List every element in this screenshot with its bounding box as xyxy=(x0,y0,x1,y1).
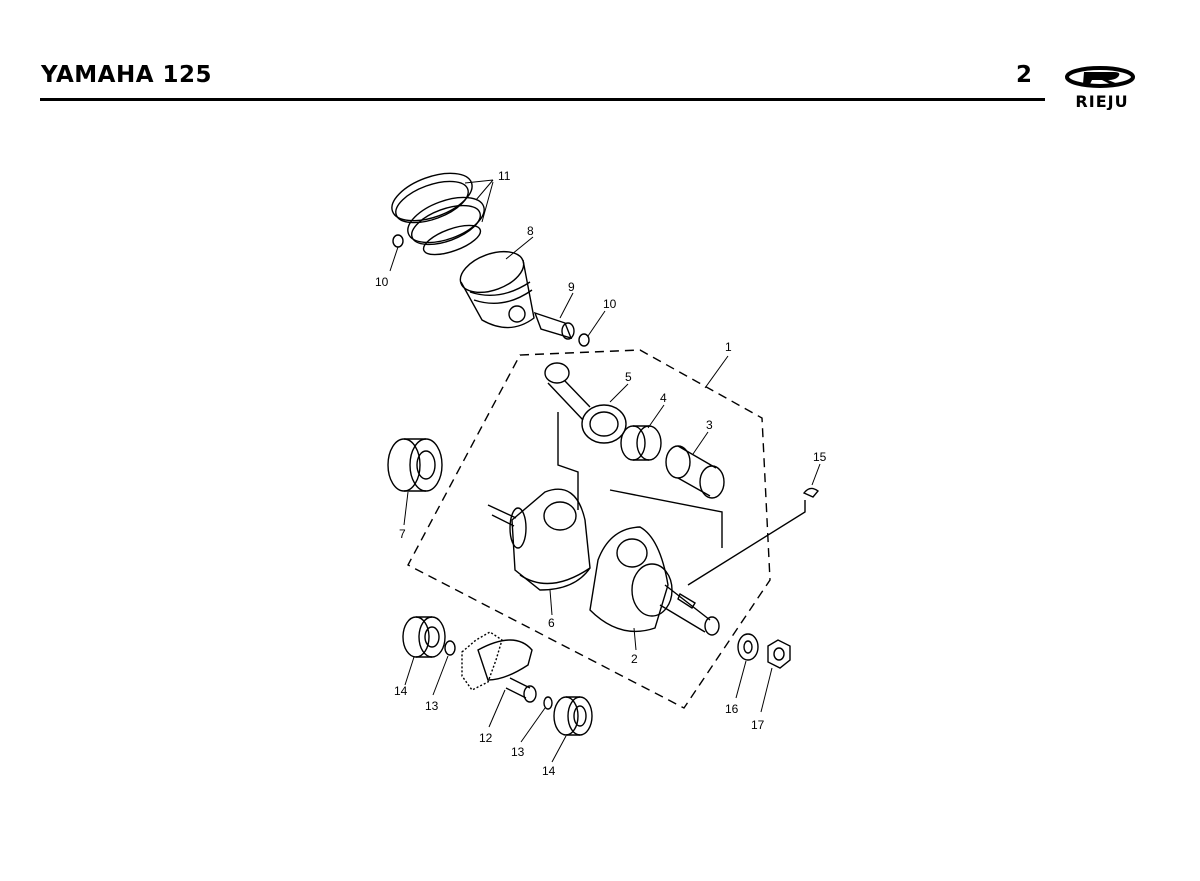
shim-lower-right xyxy=(543,696,553,710)
page-title: YAMAHA 125 xyxy=(41,62,213,88)
woodruff-key xyxy=(802,487,820,498)
shim-lower-left xyxy=(444,640,456,656)
callout-1: 1 xyxy=(725,340,732,354)
callout-10-left: 10 xyxy=(375,275,389,289)
needle-bearing xyxy=(620,425,662,461)
callout-13-left: 13 xyxy=(425,699,439,713)
main-bearing-left xyxy=(387,438,443,492)
callout-13-right: 13 xyxy=(511,745,525,759)
header-divider xyxy=(40,98,1045,101)
bearing-lower-right xyxy=(553,696,593,736)
nut xyxy=(767,639,791,669)
callout-15: 15 xyxy=(813,450,827,464)
callout-12: 12 xyxy=(479,731,493,745)
callout-14-left: 14 xyxy=(394,684,408,698)
callout-11: 11 xyxy=(498,169,511,183)
callout-5: 5 xyxy=(625,370,632,384)
crank-half-left xyxy=(487,488,591,591)
piston-pin xyxy=(533,311,575,340)
connecting-rod xyxy=(544,362,627,444)
balancer-shaft xyxy=(461,631,537,703)
crank-pin xyxy=(665,445,725,499)
rieju-logo: RIEJU xyxy=(1065,66,1135,110)
callout-2: 2 xyxy=(631,652,638,666)
callout-3: 3 xyxy=(706,418,713,432)
assembly-boundary xyxy=(407,349,771,709)
callout-7: 7 xyxy=(399,527,406,541)
logo-wordmark: RIEJU xyxy=(1075,92,1128,110)
callout-16: 16 xyxy=(725,702,739,716)
callout-9: 9 xyxy=(568,280,575,294)
callout-17: 17 xyxy=(751,718,765,732)
page-number: 2 xyxy=(1016,62,1033,88)
washer xyxy=(737,633,759,661)
leader-lines xyxy=(389,179,821,763)
assembly-bracket-left xyxy=(557,412,579,510)
callout-6: 6 xyxy=(548,616,555,630)
callout-14-right: 14 xyxy=(542,764,556,778)
bearing-lower-left xyxy=(402,616,446,658)
callout-10-right: 10 xyxy=(603,297,617,311)
crank-half-right xyxy=(589,526,720,636)
callout-8: 8 xyxy=(527,224,534,238)
key-leader xyxy=(687,500,806,586)
callout-4: 4 xyxy=(660,391,667,405)
circlip-right xyxy=(578,333,590,347)
circlip-left xyxy=(392,234,404,248)
piston xyxy=(459,250,535,329)
assembly-bracket-right xyxy=(609,489,723,548)
